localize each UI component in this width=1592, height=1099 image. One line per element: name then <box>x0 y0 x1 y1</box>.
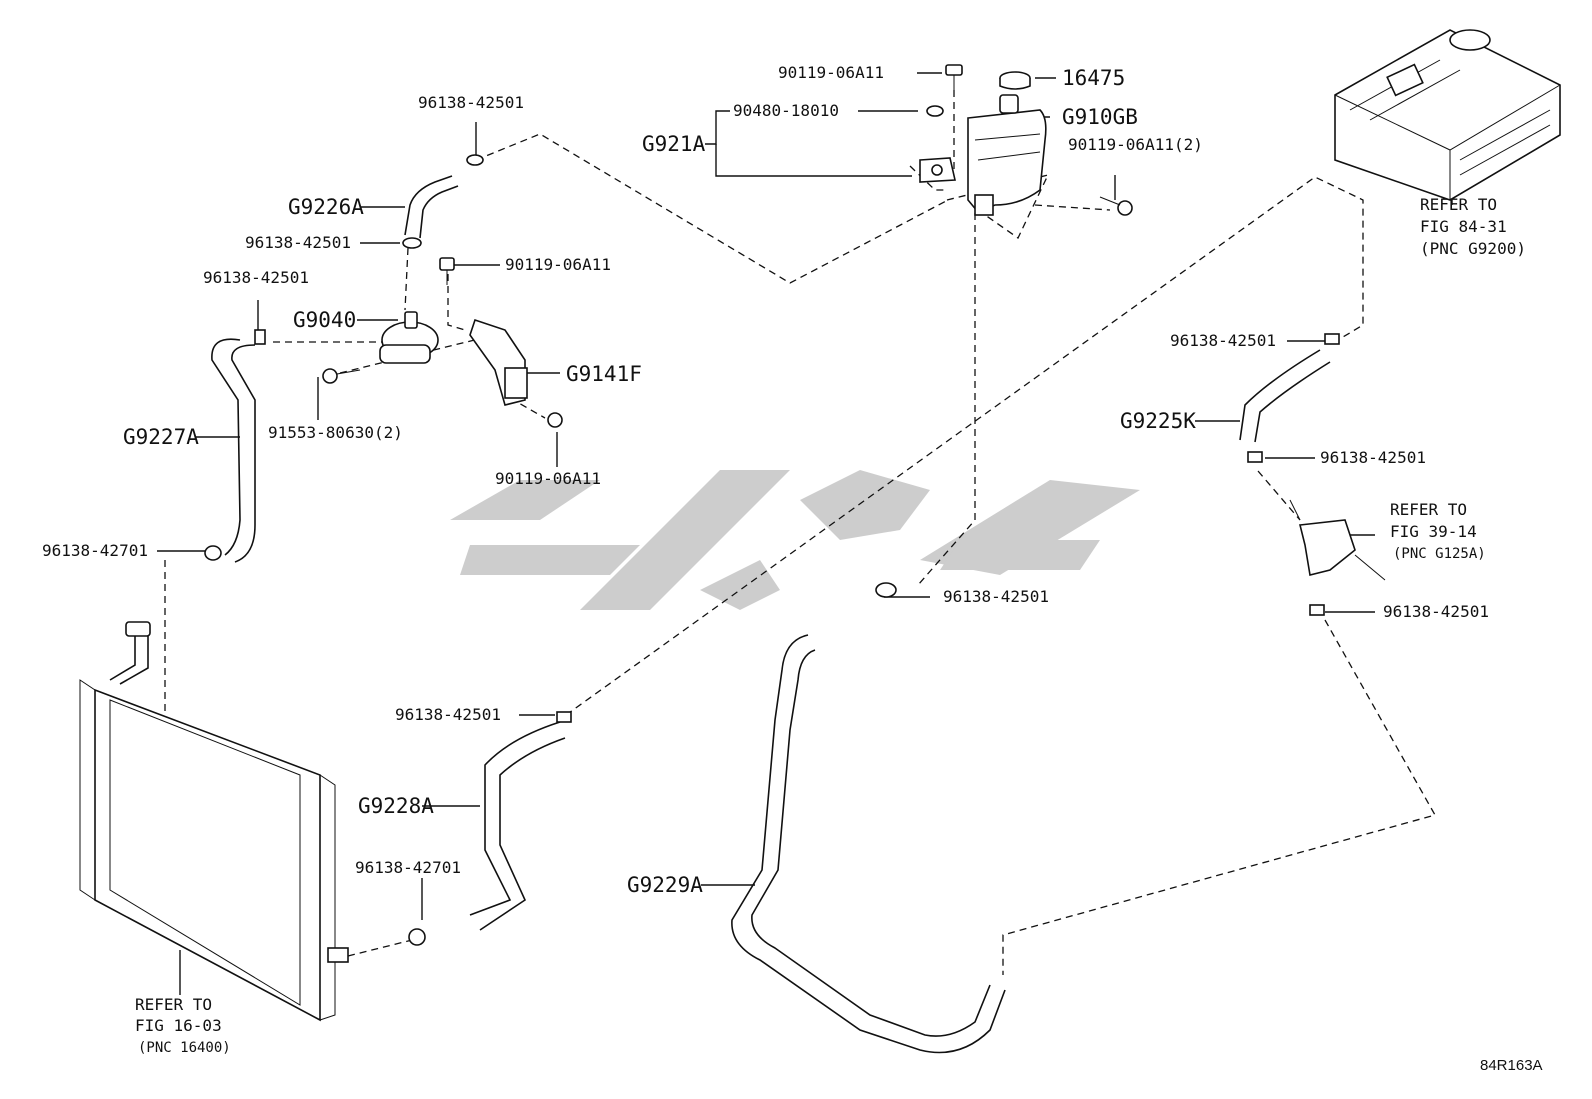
label-90480: 90480-18010 <box>733 101 839 120</box>
bolt-part-90119-low <box>547 412 563 428</box>
bolt-part-91553 <box>322 368 361 384</box>
label-g9227a: G9227A <box>123 425 199 449</box>
ref-fig39-line1: REFER TO <box>1390 500 1467 519</box>
inverter-part <box>1334 29 1561 201</box>
hose-g9229a-part <box>731 634 1006 1054</box>
watermark-logo <box>450 470 1140 610</box>
label-g9141f: G9141F <box>566 362 642 386</box>
ref-radiator-line1: REFER TO <box>135 995 212 1014</box>
fitting-part <box>1289 499 1386 581</box>
hose-g9226a-part <box>404 175 459 239</box>
diagram-code: 84R163A <box>1480 1057 1543 1074</box>
label-96138-d: 96138-42501 <box>1170 331 1276 350</box>
label-g9225k: G9225K <box>1120 409 1196 433</box>
label-16475: 16475 <box>1062 66 1125 90</box>
clamp-part-8 <box>556 711 572 723</box>
bolt-part-90119-mid <box>439 257 455 285</box>
ref-fig39-line2: FIG 39-14 <box>1390 522 1477 541</box>
label-90119-mid: 90119-06A11 <box>505 255 611 274</box>
bolt-part-top <box>945 64 963 92</box>
label-g9040: G9040 <box>293 308 356 332</box>
bolt-part-right <box>1099 196 1133 216</box>
label-96138-42701-a: 96138-42701 <box>42 541 148 560</box>
label-96138-42701-b: 96138-42701 <box>355 858 461 877</box>
ref-inverter-line1: REFER TO <box>1420 195 1497 214</box>
label-90119-top: 90119-06A11 <box>778 63 884 82</box>
dashed-connections <box>109 90 1436 975</box>
clamp-part-3 <box>254 329 266 345</box>
label-96138-f: 96138-42501 <box>1383 602 1489 621</box>
label-96138-b: 96138-42501 <box>245 233 351 252</box>
label-91553: 91553-80630(2) <box>268 423 403 442</box>
label-g910gb: G910GB <box>1062 105 1138 129</box>
clamp-part-9 <box>408 928 426 946</box>
label-g9228a: G9228A <box>358 794 434 818</box>
label-96138-e: 96138-42501 <box>1320 448 1426 467</box>
label-96138-c: 96138-42501 <box>203 268 309 287</box>
clamp-part-7 <box>1309 604 1325 616</box>
label-90119-2: 90119-06A11(2) <box>1068 135 1203 154</box>
ref-radiator-line3: (PNC 16400) <box>138 1040 231 1056</box>
label-g9226a: G9226A <box>288 195 364 219</box>
clamp-part-6 <box>1247 451 1263 463</box>
grommet-part <box>926 105 944 117</box>
clamp-part-5 <box>1324 333 1340 345</box>
label-90119-low: 90119-06A11 <box>495 469 601 488</box>
reservoir-cap-part <box>999 71 1031 90</box>
hose-g9225k-part <box>1239 349 1331 443</box>
ref-radiator-line2: FIG 16-03 <box>135 1016 222 1035</box>
clamp-part-4 <box>204 545 222 561</box>
ref-fig39-line3: (PNC G125A) <box>1393 546 1486 562</box>
clamp-part-10 <box>875 582 897 598</box>
water-pump-part <box>379 311 439 364</box>
label-96138-a: 96138-42501 <box>418 93 524 112</box>
label-96138-g: 96138-42501 <box>943 587 1049 606</box>
bracket-g921a-part <box>919 157 956 183</box>
label-g9229a: G9229A <box>627 873 703 897</box>
hose-g9228a-part <box>469 721 566 931</box>
labels: 16475 G910GB G921A G9226A G9040 G9141F G… <box>42 63 1543 1074</box>
clamp-part-1 <box>466 154 484 166</box>
label-g921a: G921A <box>642 132 706 156</box>
ref-inverter-line3: (PNC G9200) <box>1420 239 1526 258</box>
reservoir-tank-part <box>967 94 1047 216</box>
bracket-g9141f-part <box>469 318 528 406</box>
clamp-part-2 <box>402 237 422 249</box>
hose-g9227a-part <box>211 338 256 563</box>
radiator-part <box>79 621 349 1022</box>
ref-inverter-line2: FIG 84-31 <box>1420 217 1507 236</box>
label-96138-h: 96138-42501 <box>395 705 501 724</box>
